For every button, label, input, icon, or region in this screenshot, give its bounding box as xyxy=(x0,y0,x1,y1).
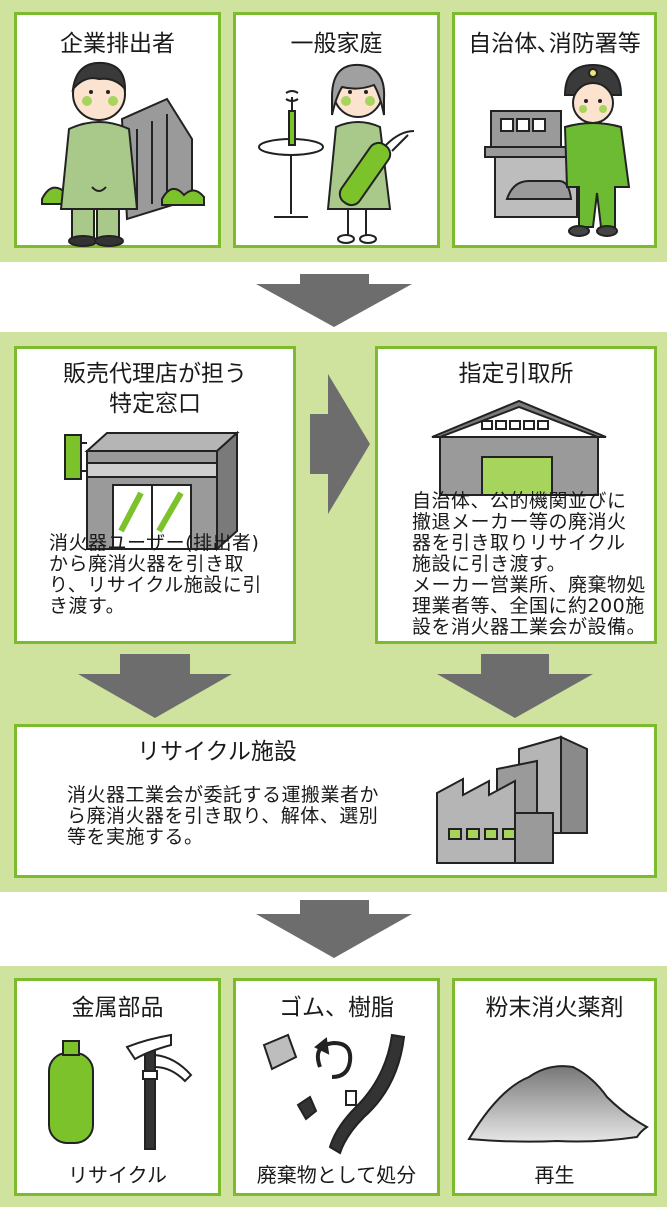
source-card-municipal: 自治体､消防署等 xyxy=(452,12,657,248)
window-body: 消火器ユーザー(排出者) から廃消火器を引き取 り、リサイクル施設に引 き渡す。 xyxy=(49,532,262,617)
recycling-facility-card: リサイクル施設 消火器工業会が委託する運搬業者か ら廃消火器を引き取り、解体、選… xyxy=(14,724,657,878)
flow-arrow-down xyxy=(256,900,412,958)
output-label: 粉末消火薬剤 xyxy=(485,995,624,1021)
output-card-powder: 粉末消火薬剤 再生 xyxy=(452,978,657,1196)
window-title: 販売代理店が担う 特定窓口 xyxy=(63,361,247,417)
flow-arrow-down xyxy=(256,274,412,327)
flow-arrow-right xyxy=(310,374,370,514)
warehouse-icon xyxy=(431,399,607,496)
flow-arrow-down-left xyxy=(78,654,232,718)
output-caption: 廃棄物として処分 xyxy=(256,1163,417,1187)
flow-arrow-down-right xyxy=(437,654,593,718)
output-card-metal: 金属部品 リサイクル xyxy=(14,978,221,1196)
window-card: 販売代理店が担う 特定窓口 消火器ユーザー(排出者) から廃消火器を引き取 り、… xyxy=(14,346,296,644)
factory-icon xyxy=(436,735,588,864)
homemaker-icon xyxy=(258,63,415,244)
source-label: 一般家庭 xyxy=(290,31,383,57)
firefighter-icon xyxy=(484,63,631,237)
site-body: 自治体、公的機関並びに 撤退メーカー等の廃消火 器を引き取りリサイクル 施設に引… xyxy=(412,490,647,638)
facility-title: リサイクル施設 xyxy=(137,739,297,765)
source-label: 企業排出者 xyxy=(60,31,175,57)
source-card-household: 一般家庭 xyxy=(233,12,440,248)
source-card-business: 企業排出者 xyxy=(14,12,221,248)
extinguisher-parts-icon xyxy=(48,1033,193,1150)
powder-pile-icon xyxy=(467,1065,649,1143)
shop-icon xyxy=(64,430,240,552)
office-worker-icon xyxy=(41,61,205,247)
output-label: 金属部品 xyxy=(71,995,164,1021)
designated-site-card: 指定引取所 自治体、公的機関並びに 撤退メーカー等の廃消火 器を引き取りリサイク… xyxy=(375,346,657,644)
output-caption: 再生 xyxy=(534,1163,575,1187)
output-label: ゴム、樹脂 xyxy=(279,995,394,1021)
rubber-parts-icon xyxy=(262,1033,406,1155)
source-label: 自治体､消防署等 xyxy=(468,31,641,57)
site-title: 指定引取所 xyxy=(458,361,574,387)
output-caption: リサイクル xyxy=(68,1163,167,1187)
output-card-rubber: ゴム、樹脂 廃棄物として処分 xyxy=(233,978,440,1196)
facility-body: 消火器工業会が委託する運搬業者か ら廃消火器を引き取り、解体、選別 等を実施する… xyxy=(67,784,380,848)
